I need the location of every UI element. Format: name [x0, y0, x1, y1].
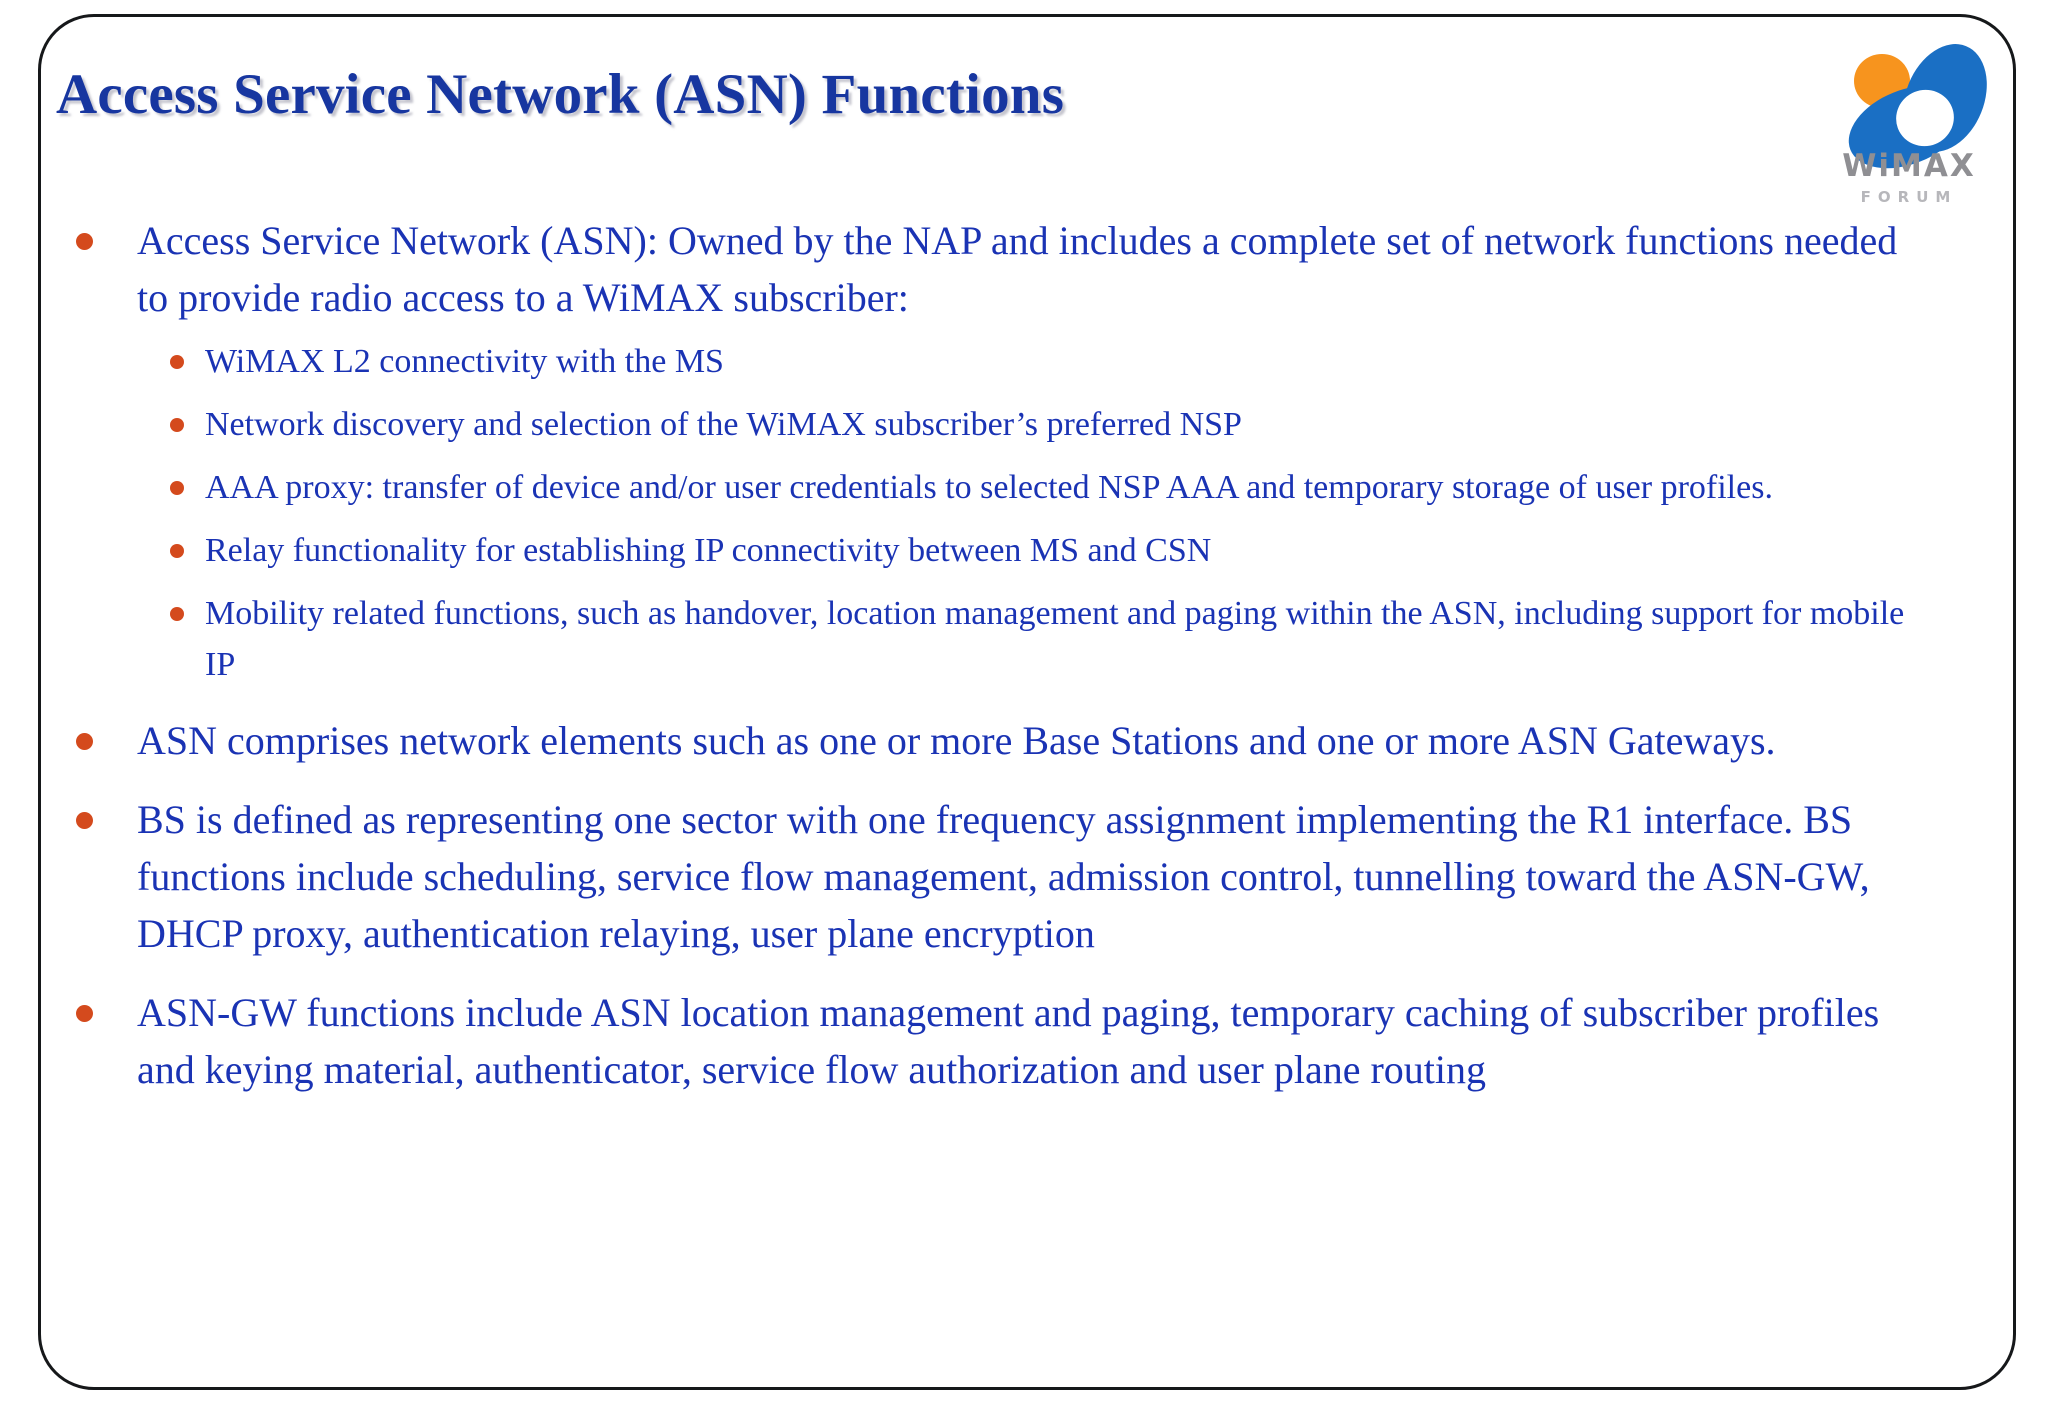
bullet-text: ASN-GW functions include ASN location ma…	[137, 990, 1880, 1092]
sub-bullet-dot-icon	[170, 481, 184, 495]
sub-bullet-text: Relay functionality for establishing IP …	[205, 532, 1212, 569]
bullet-text: Access Service Network (ASN): Owned by t…	[137, 218, 1898, 320]
page-title: Access Service Network (ASN) Functions	[56, 63, 1065, 126]
sub-bullet-dot-icon	[170, 418, 184, 432]
sub-bullet-dot-icon	[170, 607, 184, 621]
bullet-item: Access Service Network (ASN): Owned by t…	[64, 212, 1914, 326]
sub-bullet-dot-icon	[170, 544, 184, 558]
logo-mark-icon	[1814, 28, 2004, 185]
bullet-text: ASN comprises network elements such as o…	[137, 718, 1776, 763]
sub-bullet-text: Network discovery and selection of the W…	[205, 406, 1242, 443]
sub-bullet-text: AAA proxy: transfer of device and/or use…	[205, 469, 1773, 506]
bullet-dot-icon	[76, 233, 93, 250]
bullet-dot-icon	[76, 1005, 93, 1022]
bullet-text: BS is defined as representing one sector…	[137, 797, 1870, 956]
sub-bullet-item: Network discovery and selection of the W…	[64, 399, 1914, 450]
bullet-item: BS is defined as representing one sector…	[64, 791, 1914, 962]
sub-bullet-text: WiMAX L2 connectivity with the MS	[205, 343, 724, 380]
bullet-dot-icon	[76, 733, 93, 750]
sub-bullet-item: WiMAX L2 connectivity with the MS	[64, 336, 1914, 387]
sub-bullet-text: Mobility related functions, such as hand…	[205, 595, 1905, 683]
logo-wordmark: WiMAX	[1842, 148, 1976, 184]
bullet-item: ASN-GW functions include ASN location ma…	[64, 984, 1914, 1098]
sub-bullet-item: Relay functionality for establishing IP …	[64, 525, 1914, 576]
sub-bullet-item: AAA proxy: transfer of device and/or use…	[64, 462, 1914, 513]
logo-subtext: FORUM	[1860, 188, 1958, 206]
slide-body: Access Service Network (ASN): Owned by t…	[64, 212, 1914, 1114]
sub-bullet-item: Mobility related functions, such as hand…	[64, 588, 1914, 690]
sub-bullet-dot-icon	[170, 355, 184, 369]
bullet-item: ASN comprises network elements such as o…	[64, 712, 1914, 769]
wimax-forum-logo: WiMAX FORUM	[1814, 28, 2004, 218]
bullet-dot-icon	[76, 812, 93, 829]
sub-bullet-list: WiMAX L2 connectivity with the MS Networ…	[64, 336, 1914, 690]
